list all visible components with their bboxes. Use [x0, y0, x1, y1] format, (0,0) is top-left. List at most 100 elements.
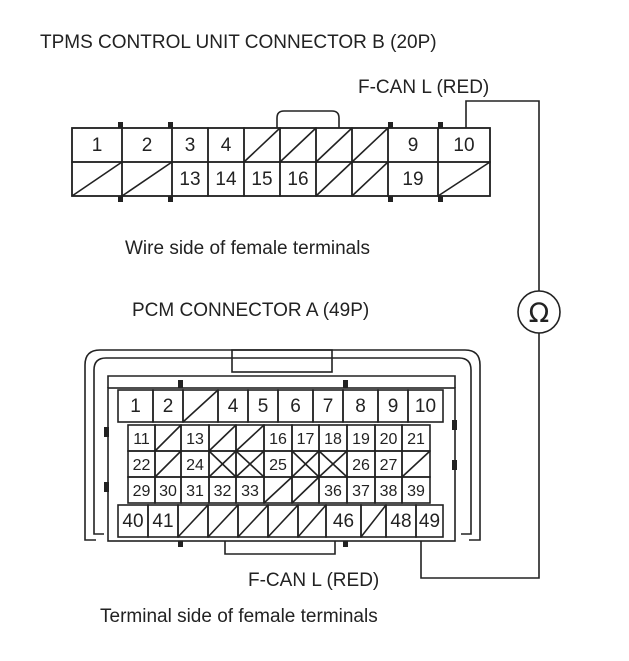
pcm-row3-cavity-0: 22	[127, 450, 156, 478]
tpms-row2-cavity-7-empty-slash	[351, 161, 389, 197]
pcm-row3-cavity-3-cavity-x2	[208, 450, 237, 478]
pcm-row5-cavity-8-empty-slash	[360, 504, 387, 538]
tpms-row2-cavity-4: 15	[243, 161, 281, 197]
pcm-row2-cavity-10-label: 21	[407, 431, 425, 448]
pcm-row3-cavity-3	[208, 450, 237, 478]
tpms-row1-cavity-6-empty-slash	[315, 127, 353, 163]
pcm-row3-cavity-5-label: 25	[269, 457, 287, 474]
tpms-row1-cavity-9: 10	[437, 127, 491, 163]
tpms-row2-cavity-9	[437, 161, 491, 197]
tpms-row2-cavity-5: 16	[279, 161, 317, 197]
ohm-icon: Ω	[529, 298, 550, 329]
pcm-row3-cavity-9-label: 27	[380, 457, 398, 474]
pcm-row5-cavity-4	[237, 504, 269, 538]
pcm-row4-cavity-4-label: 33	[241, 483, 259, 500]
pcm-row3-cavity-6-cavity-x2	[291, 450, 320, 478]
pcm-row5-cavity-6-empty-slash	[297, 504, 327, 538]
pcm-row1-cavity-9-box	[407, 389, 444, 423]
tpms-row1-cavity-4-empty-slash	[243, 127, 281, 163]
pcm-row2-cavity-9: 20	[374, 424, 403, 452]
tpms-locating-tabs	[118, 122, 443, 202]
pcm-row1-cavity-7-label: 8	[355, 396, 366, 417]
pcm-row1-cavity-4: 5	[247, 389, 279, 423]
pcm-row4-cavity-1-label: 30	[159, 483, 177, 500]
pcm-row2-cavity-4	[235, 424, 265, 452]
pcm-row4-cavity-9: 38	[374, 476, 403, 504]
pcm-row5-cavity-3-empty-slash	[207, 504, 239, 538]
terminal-side-caption: Terminal side of female terminals	[100, 606, 378, 627]
pcm-row2-cavity-3	[208, 424, 237, 452]
tpms-row1-cavity-8: 9	[387, 127, 439, 163]
pcm-row5-cavity-6	[297, 504, 327, 538]
tpms-row2-cavity-3: 14	[207, 161, 245, 197]
pcm-row2-cavity-1-empty-slash	[154, 424, 182, 452]
pcm-row4-cavity-8-label: 37	[352, 483, 370, 500]
pcm-row1-cavity-5-label: 6	[290, 396, 301, 417]
meter-wiring	[420, 100, 561, 579]
pcm-row2-cavity-5-label: 16	[269, 431, 287, 448]
pcm-row5-cavity-9-label: 48	[390, 511, 411, 532]
pcm-row5-cavity-7-label: 46	[333, 511, 354, 532]
pcm-row4-cavity-10-box	[401, 476, 431, 504]
pcm-row3-cavity-6	[291, 450, 320, 478]
tpms-row2-cavity-8-label: 19	[402, 169, 423, 190]
pcm-row4-cavity-0: 29	[127, 476, 156, 504]
pcm-row4-cavity-1: 30	[154, 476, 182, 504]
pcm-row2-cavity-4-empty-slash	[235, 424, 265, 452]
tpms-row2-cavity-2-label: 13	[179, 169, 200, 190]
pcm-row3-cavity-10-empty-slash	[401, 450, 431, 478]
tpms-row2-cavity-5-label: 16	[287, 169, 308, 190]
tpms-wire	[465, 100, 540, 291]
tpms-row2-cavity-9-empty-slash	[437, 161, 491, 197]
pcm-row3-cavity-7-cavity-x2	[318, 450, 348, 478]
tpms-row1-cavity-2: 3	[171, 127, 209, 163]
pcm-row2-cavity-10: 21	[401, 424, 431, 452]
pcm-row2-cavity-5: 16	[263, 424, 293, 452]
pcm-row5-cavity-5	[267, 504, 299, 538]
pcm-row3-cavity-10	[401, 450, 431, 478]
pcm-row3-cavity-2-label: 24	[186, 457, 204, 474]
pcm-row5-cavity-1-label: 41	[152, 511, 173, 532]
pcm-row1-cavity-8: 9	[377, 389, 409, 423]
pcm-row5-cavity-10: 49	[415, 504, 444, 538]
pcm-row4-cavity-7: 36	[318, 476, 348, 504]
pcm-row1-cavity-9: 10	[407, 389, 444, 423]
pcm-row2-cavity-7-label: 18	[324, 431, 342, 448]
pcm-row5-cavity-5-empty-slash	[267, 504, 299, 538]
pcm-wire-label: F-CAN L (RED)	[248, 570, 379, 591]
pcm-row5-cavity-4-empty-slash	[237, 504, 269, 538]
pcm-row5-cavity-2-empty-slash	[177, 504, 209, 538]
tpms-row2-cavity-0	[71, 161, 123, 197]
tpms-row2-cavity-8: 19	[387, 161, 439, 197]
ohmmeter-symbol	[517, 290, 561, 334]
pcm-row2-cavity-6-label: 17	[297, 431, 315, 448]
pcm-inner-guide	[107, 375, 456, 388]
pcm-row4-cavity-5	[263, 476, 293, 504]
pcm-row3-cavity-4-cavity-x2	[235, 450, 265, 478]
tpms-row1-cavity-5-empty-slash	[279, 127, 317, 163]
tpms-latch	[276, 110, 340, 128]
pcm-row1-cavity-3: 4	[217, 389, 249, 423]
pcm-row5-cavity-0: 40	[117, 504, 149, 538]
tpms-row2-cavity-3-label: 14	[215, 169, 237, 190]
pcm-row3-cavity-1-empty-slash	[154, 450, 182, 478]
pcm-bottom-latch	[224, 541, 336, 555]
pcm-row5-cavity-10-label: 49	[419, 511, 440, 532]
tpms-row2-cavity-4-label: 15	[251, 169, 272, 190]
tpms-row1-cavity-7-empty-slash	[351, 127, 389, 163]
pcm-row4-cavity-9-label: 38	[380, 483, 398, 500]
tpms-row2-cavity-1-empty-slash	[121, 161, 173, 197]
tpms-row1-cavity-6	[315, 127, 353, 163]
tpms-row1-cavity-3-label: 4	[221, 135, 232, 156]
pcm-row1-cavity-7: 8	[342, 389, 379, 423]
tpms-row1-cavity-0-label: 1	[92, 135, 103, 156]
wire-side-caption: Wire side of female terminals	[125, 238, 370, 259]
pcm-row2-cavity-3-empty-slash	[208, 424, 237, 452]
pcm-row1-cavity-6: 7	[312, 389, 344, 423]
pcm-top-latch	[231, 349, 333, 373]
pcm-row1-cavity-0-label: 1	[130, 396, 141, 417]
pcm-row3-cavity-9: 27	[374, 450, 403, 478]
tpms-row1-cavity-1-label: 2	[142, 135, 153, 156]
pcm-row4-cavity-4: 33	[235, 476, 265, 504]
